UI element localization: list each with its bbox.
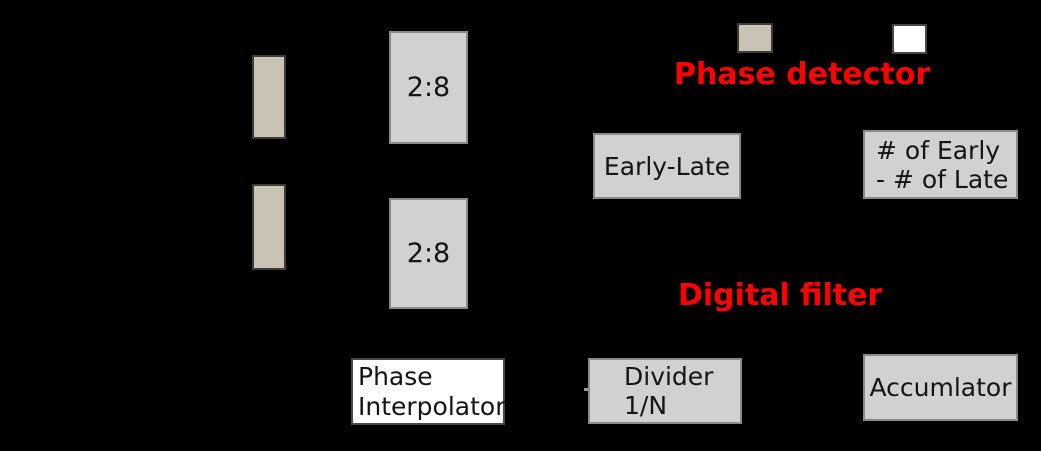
legend-white-square [892, 24, 927, 54]
sampler-rect-top [252, 55, 286, 139]
phase-interpolator-line1: Phase [358, 361, 433, 391]
early-late-label: Early-Late [603, 151, 731, 181]
phase-interpolator-line2: Interpolator [358, 391, 506, 421]
accumulator-label: Accumlator [869, 373, 1012, 402]
phase-detector-heading: Phase detector [674, 57, 931, 92]
sampler-rect-bottom [252, 184, 286, 270]
deserializer-bottom-label: 2:8 [406, 238, 451, 269]
accumulator-block: Accumlator [863, 354, 1018, 421]
divider-block: Divider 1/N [588, 358, 742, 424]
divider-line2: 1/N [624, 391, 668, 420]
digital-filter-heading: Digital filter [678, 278, 883, 313]
connector-dash [584, 388, 589, 391]
early-late-block: Early-Late [593, 133, 741, 199]
legend-tan-square [737, 23, 773, 53]
early-late-count-line1: # of Early [876, 135, 1001, 165]
phase-interpolator-block: Phase Interpolator [351, 358, 506, 425]
deserializer-block-bottom: 2:8 [389, 198, 468, 309]
divider-line1: Divider [624, 362, 714, 391]
deserializer-top-label: 2:8 [406, 72, 451, 103]
deserializer-block-top: 2:8 [389, 31, 468, 144]
early-late-count-line2: - # of Late [876, 164, 1009, 194]
early-late-count-block: # of Early - # of Late [863, 130, 1018, 199]
